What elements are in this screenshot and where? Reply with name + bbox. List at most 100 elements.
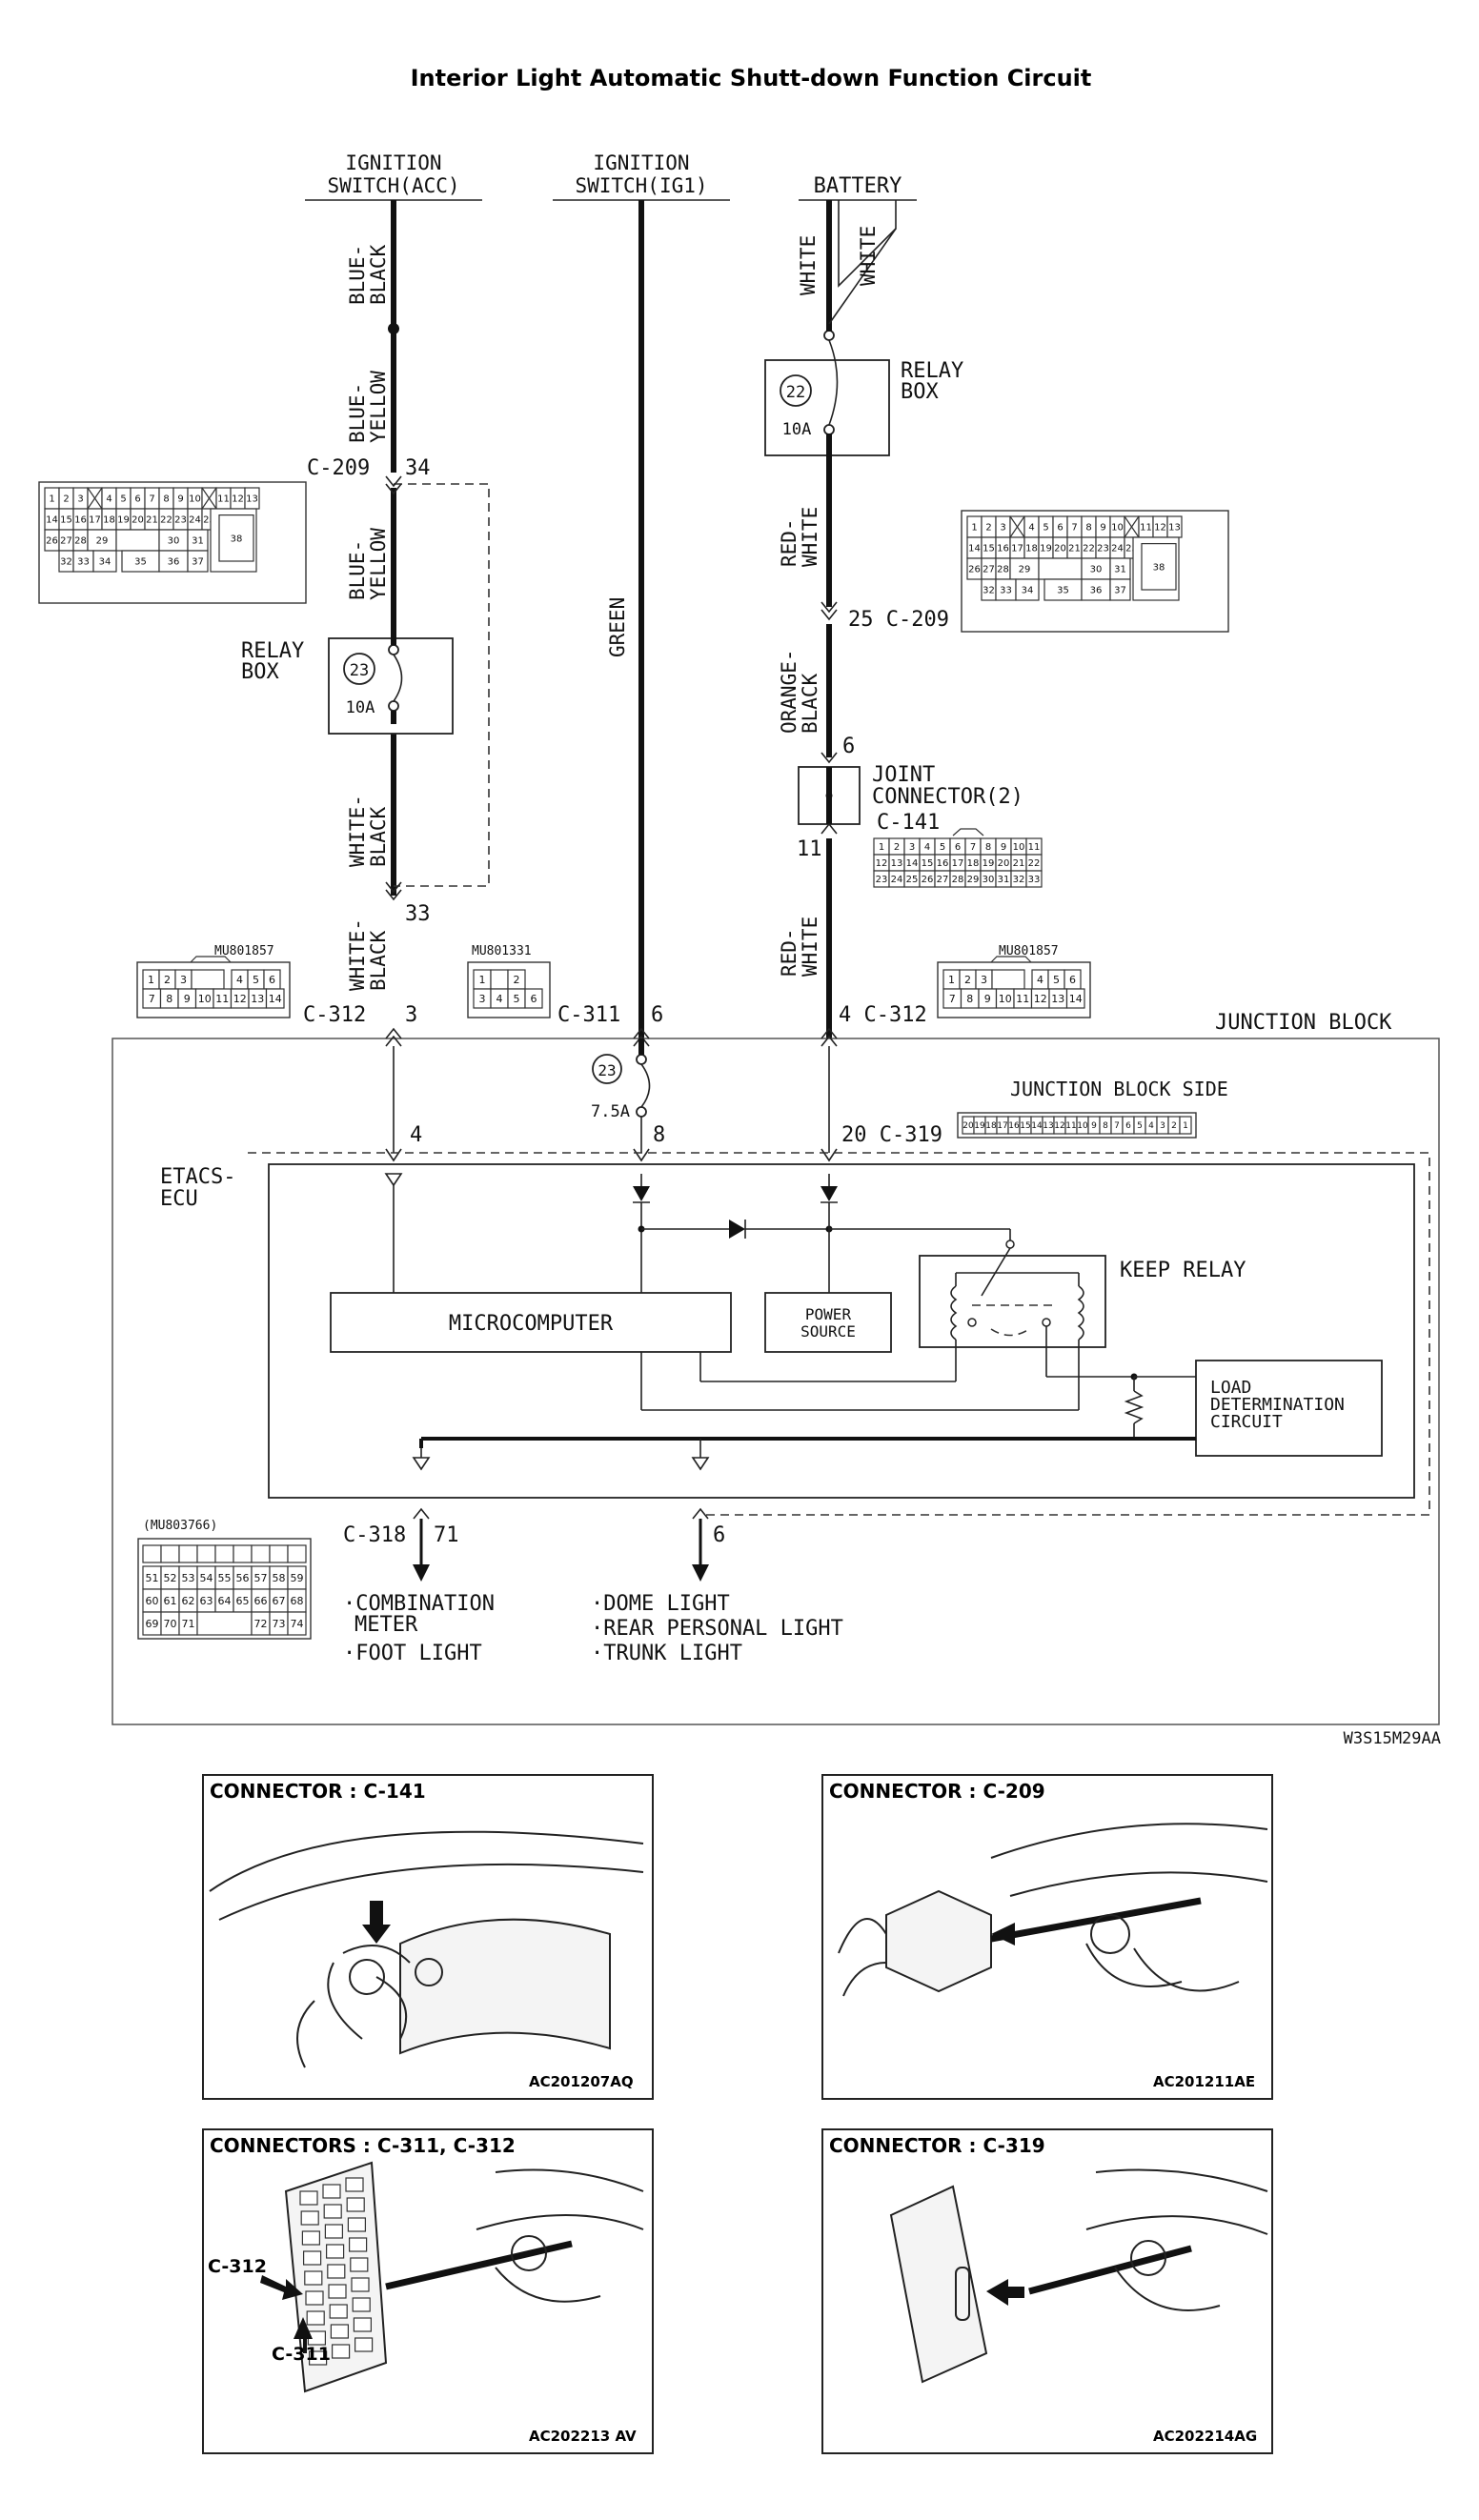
connector-pin — [991, 969, 1025, 990]
connector-pin — [233, 1544, 253, 1563]
pin-number: 11 — [1016, 993, 1029, 1005]
svg-text:RELAY: RELAY — [241, 639, 304, 663]
fuse-slot — [322, 2184, 341, 2199]
pin-number: 67 — [273, 1595, 286, 1607]
svg-text:·DOME LIGHT: ·DOME LIGHT — [591, 1592, 730, 1616]
pin-number: 2 — [985, 523, 991, 534]
wire-label-white-black-2: WHITE- — [346, 918, 369, 991]
wire-label-white-1: WHITE — [797, 235, 820, 295]
pin-number: 9 — [184, 993, 191, 1005]
pin-number: 5 — [940, 842, 945, 853]
pin-number: 1 — [49, 494, 54, 505]
connector-pin — [196, 1544, 216, 1563]
pin-number: 7 — [949, 993, 956, 1005]
pin-number: 7 — [1114, 1121, 1120, 1131]
pin-number: 14 — [1069, 993, 1083, 1005]
svg-text:C-312: C-312 — [303, 1003, 366, 1027]
relay-box-left: 23 10A RELAY BOX — [241, 637, 454, 735]
svg-text:BOX: BOX — [901, 380, 939, 404]
svg-text:SWITCH(IG1): SWITCH(IG1) — [575, 174, 707, 197]
pin-number: 14 — [1031, 1121, 1043, 1131]
pin-number: 6 — [531, 993, 537, 1005]
svg-text:BLACK: BLACK — [367, 806, 390, 867]
pin-number: 11 — [1028, 842, 1041, 853]
pin-number: 10 — [198, 993, 212, 1005]
fuse-slot — [305, 2290, 324, 2306]
svg-text:IGNITION: IGNITION — [345, 151, 441, 174]
pin-number: 1 — [879, 842, 884, 853]
fuse-slot — [304, 2270, 323, 2286]
pin-number: 25 — [906, 875, 919, 885]
microcomputer-box — [330, 1292, 732, 1353]
pin-number: 13 — [891, 858, 903, 869]
pin-number: 38 — [231, 534, 243, 544]
connector-pin — [218, 514, 254, 562]
diagram-code: W3S15M29AA — [1344, 1729, 1441, 1748]
photo-panel-c209: CONNECTOR : C-209 AC201211AE — [821, 1774, 1273, 2100]
pin-number: 38 — [1153, 562, 1165, 573]
keep-relay: KEEP RELAY — [919, 1247, 1246, 1348]
junction-block-frame — [111, 1038, 1440, 1725]
fuse-slot — [324, 2224, 343, 2239]
pin-number: 25 — [1125, 544, 1138, 554]
svg-text:SWITCH(ACC): SWITCH(ACC) — [327, 174, 459, 197]
wire-label-blue-black: BLUE- — [346, 245, 369, 305]
svg-text:AC201207AQ: AC201207AQ — [529, 2073, 634, 2090]
pin-number: 14 — [968, 544, 981, 554]
svg-text:AC202213 AV: AC202213 AV — [529, 2428, 637, 2445]
fuse-slot — [345, 2177, 364, 2192]
connector-pin — [214, 1544, 234, 1563]
svg-text:WHITE: WHITE — [799, 917, 821, 977]
fuse-slot — [355, 2337, 374, 2352]
pin-number: 33 — [77, 557, 90, 568]
junction-block-side-label: JUNCTION BLOCK SIDE — [1010, 1078, 1228, 1100]
fuse-slot — [352, 2297, 371, 2312]
connector-pin — [1141, 542, 1177, 591]
pin-number: 3 — [1160, 1121, 1165, 1131]
connector-pin — [1015, 578, 1040, 601]
pin-number: 8 — [966, 993, 973, 1005]
pin-number: 34 — [99, 557, 111, 568]
pin-number: 30 — [983, 875, 995, 885]
pin-number: 32 — [60, 557, 72, 568]
pin-number: 15 — [60, 515, 72, 526]
pin-number: 12 — [1034, 993, 1047, 1005]
pin-number: 23 — [876, 875, 888, 885]
svg-text:4 C-312: 4 C-312 — [839, 1003, 927, 1027]
pin-number: 6 — [1057, 523, 1063, 534]
etacs-ecu-box — [268, 1163, 1415, 1499]
pin-number: 3 — [981, 974, 987, 986]
wire-label-white-black-1: WHITE- — [346, 795, 369, 867]
pin-number: 13 — [1168, 523, 1181, 534]
pin-number: 3 — [909, 842, 915, 853]
source-battery: BATTERY — [799, 174, 917, 201]
pin-number: 31 — [1114, 565, 1126, 575]
relay-box-right: 22 10A RELAY BOX — [764, 330, 963, 456]
pin-number: 16 — [74, 515, 87, 526]
pin-number: 31 — [192, 536, 204, 547]
connector-pin — [490, 969, 509, 990]
pin-number: 21 — [1013, 858, 1025, 869]
pin-number: 11 — [215, 993, 229, 1005]
pin-number: 5 — [1137, 1121, 1143, 1131]
pin-number: 4 — [924, 842, 930, 853]
wire-label-blue-yellow-1: BLUE- — [346, 383, 369, 443]
pin-number: 54 — [200, 1572, 213, 1584]
pin-number: 57 — [254, 1572, 268, 1584]
pin-number: 2 — [964, 974, 971, 986]
svg-text:ECU: ECU — [160, 1187, 198, 1211]
svg-text:SOURCE: SOURCE — [800, 1322, 856, 1341]
fuse-slot — [330, 2324, 349, 2339]
pin-number: 16 — [1008, 1121, 1020, 1131]
connector-pin — [1025, 870, 1043, 888]
pin-number: 61 — [164, 1595, 177, 1607]
pin-number: 8 — [163, 494, 169, 505]
pin-number: 13 — [251, 993, 264, 1005]
pin-number: 18 — [1025, 544, 1038, 554]
pin-number: 10 — [1077, 1121, 1088, 1131]
svg-text:CIRCUIT: CIRCUIT — [1210, 1412, 1283, 1432]
etacs-dashed-outline — [248, 1152, 1430, 1516]
pin-number: 5 — [253, 974, 259, 986]
